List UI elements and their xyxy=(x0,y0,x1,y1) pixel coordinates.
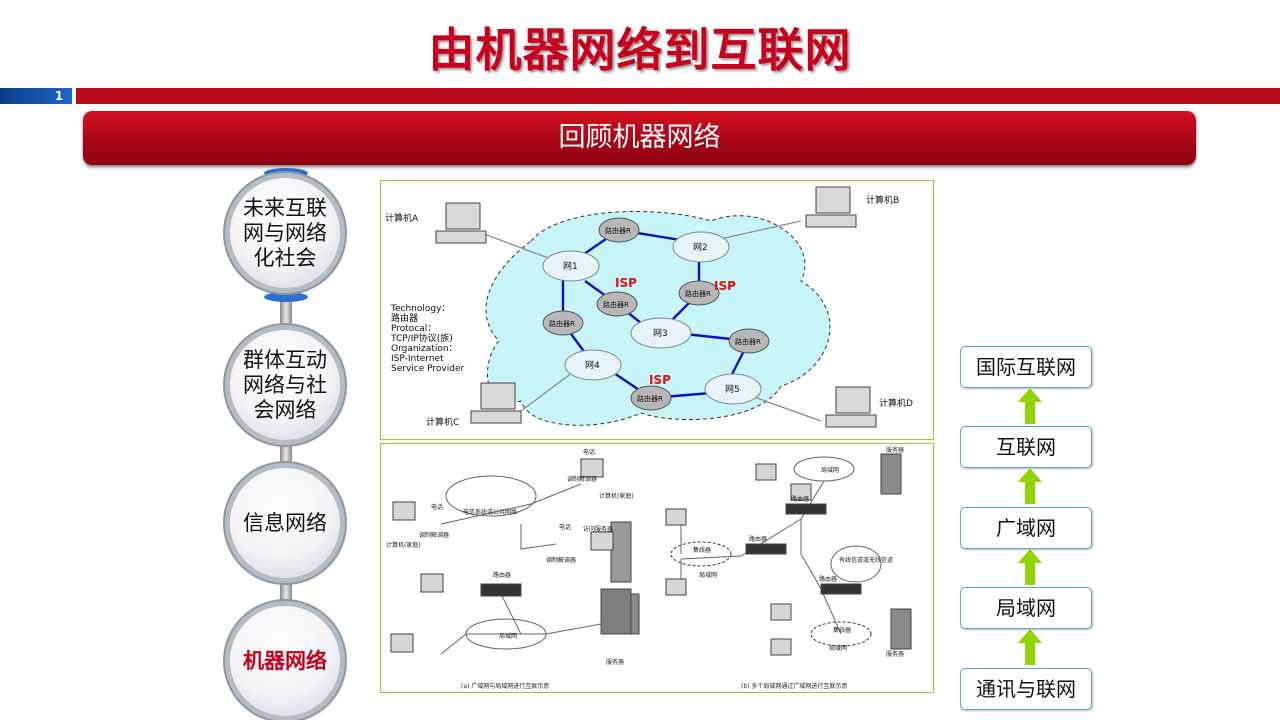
legend-line: Organization： xyxy=(391,344,458,354)
bottom-label: 有线信道或无线信道 xyxy=(839,556,893,564)
interconnect-svg: 电话 调制解调器 计算机(家庭) 电信系统或公共网络 电话 调制解调器 计算机(… xyxy=(386,446,912,690)
timeline-node-line: 机器网络 xyxy=(243,648,327,673)
net-label: 网3 xyxy=(653,328,668,339)
timeline-connector xyxy=(280,570,292,615)
arrow-up-icon xyxy=(1018,388,1042,424)
timeline-cap-top xyxy=(264,168,308,178)
bottom-label: 集线器 xyxy=(693,546,711,554)
timeline-node-info-network[interactable]: 信息网络 xyxy=(230,468,340,578)
computer-a-label: 计算机A xyxy=(385,212,419,224)
bottom-label: 路由器 xyxy=(749,535,767,543)
router-label: 路由器R xyxy=(735,337,761,346)
stack-wan[interactable]: 广域网 xyxy=(960,507,1092,549)
bottom-label: 计算机(家庭) xyxy=(599,492,634,500)
bottom-label: 局域网 xyxy=(821,466,839,474)
isp-label: ISP xyxy=(714,279,736,293)
router-label: 路由器R xyxy=(603,300,629,309)
bottom-label: 电话 xyxy=(431,503,443,511)
computer-b-label: 计算机B xyxy=(866,194,899,206)
net-label: 网2 xyxy=(693,242,708,253)
legend-line: Protocal： xyxy=(391,324,436,334)
bottom-label: 电信系统或公共网络 xyxy=(463,508,517,516)
stack-communication-networking[interactable]: 通讯与联网 xyxy=(960,668,1092,710)
computer-c-label: 计算机C xyxy=(426,416,459,428)
timeline-node-line: 未来互联 xyxy=(243,195,327,220)
stack-lan[interactable]: 局域网 xyxy=(960,587,1092,629)
bottom-label: 服务器 xyxy=(606,658,624,666)
router-label: 路由器R xyxy=(549,319,575,328)
router-label: 路由器R xyxy=(685,289,711,298)
computer-d-label: 计算机D xyxy=(879,397,913,409)
bottom-label: 电话 xyxy=(559,523,571,531)
legend-line: TCP/IP协议(族) xyxy=(390,332,453,344)
router-label: 路由器R xyxy=(605,226,631,235)
stack-international-internet[interactable]: 国际互联网 xyxy=(960,346,1092,388)
net-label: 网4 xyxy=(585,360,600,371)
bottom-label: 局域网 xyxy=(499,632,517,640)
isp-label: ISP xyxy=(649,373,671,387)
timeline-node-future-internet[interactable]: 未来互联网与网络化社会 xyxy=(230,178,340,288)
net-label: 网1 xyxy=(563,261,578,272)
stack-internet[interactable]: 互联网 xyxy=(960,426,1092,468)
net-label: 网5 xyxy=(725,384,740,395)
timeline-node-line: 网与网络 xyxy=(243,220,327,245)
bottom-label: 调制解调器 xyxy=(419,531,449,539)
bottom-label: 集线器 xyxy=(833,626,851,634)
bottom-caption-b: (b) 多个局域网通过广域网进行互联示意 xyxy=(741,682,847,690)
header-bar-blue xyxy=(0,88,72,104)
timeline-node-line: 群体互动 xyxy=(243,347,327,372)
isp-label: ISP xyxy=(615,276,637,290)
timeline-node-machine-network[interactable]: 机器网络 xyxy=(230,606,340,716)
topology-svg: 计算机A 计算机B 计算机C 计算机D 路由器R 路由器R 路由器R 路由器R … xyxy=(385,186,913,428)
timeline-node-line: 网络与社 xyxy=(243,372,327,397)
diagram-internet-topology: 计算机A 计算机B 计算机C 计算机D 路由器R 路由器R 路由器R 路由器R … xyxy=(380,180,934,440)
router-label: 路由器R xyxy=(637,394,663,403)
timeline-node-line: 信息网络 xyxy=(243,510,327,535)
bottom-label: 服务器 xyxy=(886,446,904,454)
legend-line: ISP-Internet xyxy=(391,354,444,364)
timeline-node-social-network[interactable]: 群体互动网络与社会网络 xyxy=(230,330,340,440)
bottom-label: 服务器 xyxy=(886,650,904,658)
legend-line: Service Provider xyxy=(391,364,464,374)
page-title: 由机器网络到互联网 xyxy=(428,23,852,77)
bottom-label: 局域网 xyxy=(829,644,847,652)
timeline-cap-bottom xyxy=(264,292,308,302)
section-banner: 回顾机器网络 xyxy=(83,111,1196,165)
legend-line: Technology： xyxy=(390,304,450,314)
diagram-lan-wan-interconnect: 电话 调制解调器 计算机(家庭) 电信系统或公共网络 电话 调制解调器 计算机(… xyxy=(380,443,934,693)
bottom-caption-a: (a) 广域网与局域网进行互联示意 xyxy=(461,682,549,690)
timeline-node-line: 会网络 xyxy=(253,397,317,422)
bottom-label: 访问服务器 xyxy=(583,525,613,533)
bottom-label: 调制解调器 xyxy=(567,475,597,483)
header-bar-red xyxy=(76,88,1280,104)
bottom-label: 路由器 xyxy=(493,571,511,579)
arrow-up-icon xyxy=(1018,549,1042,585)
bottom-label: 路由器 xyxy=(791,495,809,503)
timeline-connector xyxy=(280,430,292,475)
arrow-up-icon xyxy=(1018,629,1042,665)
legend-line: 路由器 xyxy=(391,312,418,324)
bottom-label: 电话 xyxy=(583,448,595,456)
arrow-up-icon xyxy=(1018,468,1042,504)
bottom-label: 计算机(家庭) xyxy=(386,541,421,549)
bottom-label: 调制解调器 xyxy=(546,556,576,564)
bottom-label: 局域网 xyxy=(699,571,717,579)
page-number: 1 xyxy=(54,89,64,103)
bottom-label: 路由器 xyxy=(819,575,837,583)
timeline-node-line: 化社会 xyxy=(253,245,317,270)
